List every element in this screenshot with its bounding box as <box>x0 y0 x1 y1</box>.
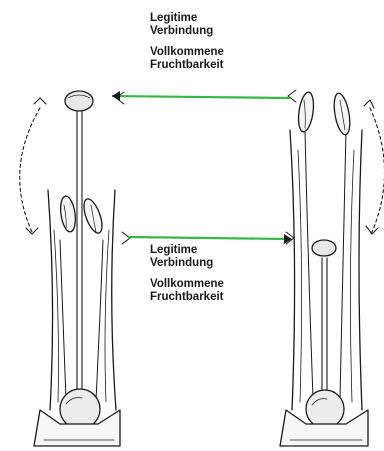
left-ovary <box>60 389 100 429</box>
right-dashed-arrow <box>364 100 384 234</box>
arrowhead-upper <box>112 91 120 101</box>
right-anther-left <box>296 91 315 133</box>
label-fruchtbarkeit: Fruchtbarkeit <box>150 59 224 72</box>
right-stamen-right <box>340 130 346 398</box>
right-ovary <box>306 390 344 428</box>
label-legitime: Legitime <box>150 12 224 25</box>
chevron-top-right <box>288 90 296 102</box>
label-fruchtbarkeit: Fruchtbarkeit <box>150 291 224 304</box>
label-legitime: Legitime <box>150 244 224 257</box>
connection-line-upper <box>112 96 290 98</box>
left-stamen-left <box>60 240 66 400</box>
right-stigma <box>312 240 336 256</box>
left-flower <box>34 91 120 446</box>
right-style <box>322 258 327 392</box>
left-stigma <box>65 91 93 111</box>
right-stamen-left <box>305 130 313 398</box>
connection-label-lower: Legitime Verbindung Vollkommene Fruchtba… <box>150 244 224 304</box>
label-verbindung: Verbindung <box>150 257 224 270</box>
label-vollkommene: Vollkommene <box>150 46 224 59</box>
left-dashed-arrow <box>20 98 46 234</box>
connection-label-upper: Legitime Verbindung Vollkommene Fruchtba… <box>150 12 224 72</box>
right-flower <box>280 91 368 446</box>
left-anther-left <box>59 195 78 233</box>
left-stamen-right <box>96 240 103 400</box>
left-style <box>77 112 82 392</box>
label-verbindung: Verbindung <box>150 25 224 38</box>
label-vollkommene: Vollkommene <box>150 278 224 291</box>
connection-line-lower <box>128 237 288 239</box>
